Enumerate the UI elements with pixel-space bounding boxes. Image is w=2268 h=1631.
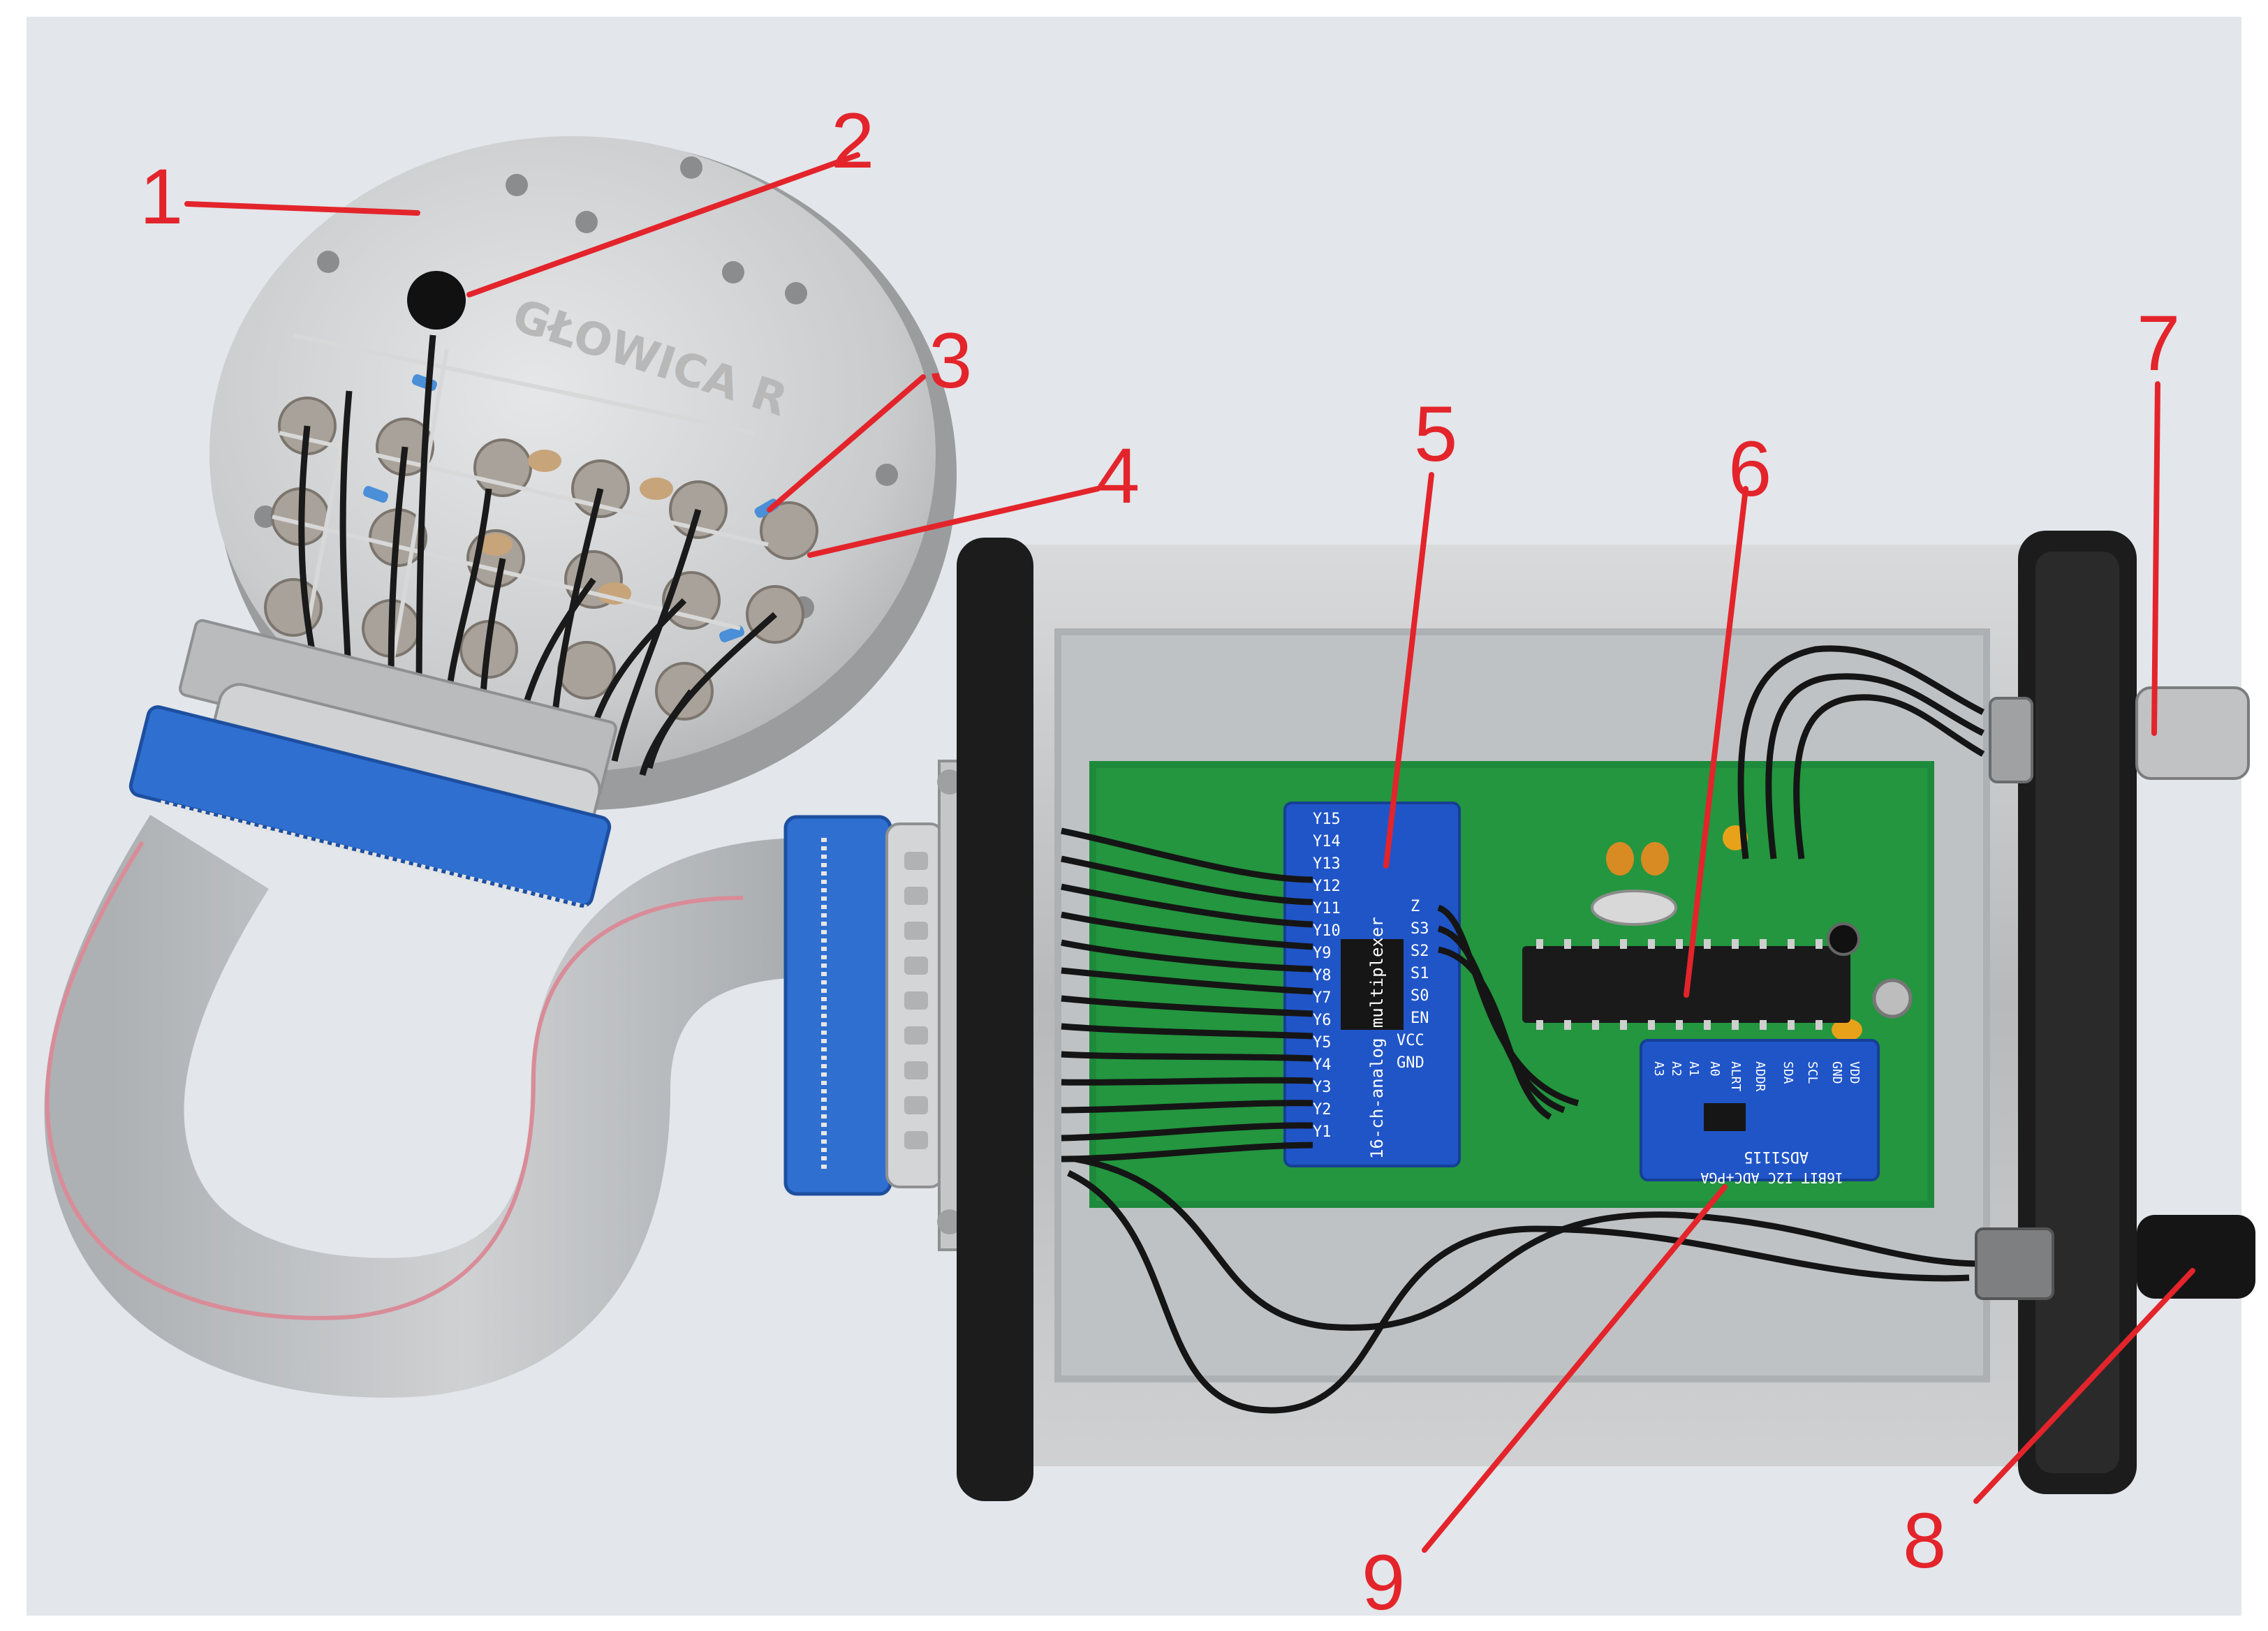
svg-text:A1: A1 (1686, 1061, 1701, 1077)
adc-pin-labels: VDD GND SCL SDA ADDR ALRT A0 A1 A2 A3 (1651, 1061, 1862, 1092)
svg-text:Y4: Y4 (1313, 1056, 1332, 1074)
mux-wires (1061, 645, 1985, 1414)
power-jack (1975, 1215, 2255, 1300)
svg-text:A0: A0 (1707, 1061, 1722, 1077)
adc-module: VDD GND SCL SDA ADDR ALRT A0 A1 A2 A3 AD… (1640, 1039, 1880, 1186)
svg-text:ADDR: ADDR (1753, 1061, 1767, 1092)
svg-text:Y6: Y6 (1313, 1012, 1332, 1029)
sensor-head: GŁOWICA R (128, 136, 957, 910)
svg-text:VDD: VDD (1847, 1061, 1862, 1084)
svg-text:SCL: SCL (1805, 1061, 1820, 1084)
svg-text:Y1: Y1 (1313, 1123, 1332, 1141)
svg-text:Y2: Y2 (1313, 1101, 1332, 1119)
adc-board-subtext: 16BIT I2C ADC+PGA (1700, 1169, 1843, 1186)
callout-7: 7 (2137, 300, 2180, 387)
svg-text:GND: GND (1397, 1054, 1424, 1072)
adc-board-text: ADS1115 (1744, 1148, 1809, 1165)
svg-text:S1: S1 (1411, 965, 1429, 982)
mux-board-text: 16-ch-analog multiplexer (1367, 917, 1387, 1159)
svg-text:Y9: Y9 (1313, 945, 1332, 962)
svg-text:GND: GND (1829, 1061, 1844, 1084)
svg-text:Y13: Y13 (1313, 855, 1341, 873)
callout-1: 1 (140, 153, 183, 240)
svg-text:Y14: Y14 (1313, 833, 1341, 850)
mux-channel-labels: Y15 Y14 Y13 Y12 Y11 Y10 Y9 Y8 Y7 Y6 Y5 Y… (1313, 811, 1341, 1141)
callout-2: 2 (831, 97, 874, 184)
svg-text:Y11: Y11 (1313, 900, 1341, 917)
svg-text:Y8: Y8 (1313, 967, 1332, 984)
callout-6: 6 (1728, 425, 1772, 512)
svg-text:Y7: Y7 (1313, 989, 1332, 1007)
svg-text:ALRT: ALRT (1728, 1061, 1743, 1092)
head-ribbon-connector (128, 705, 612, 910)
input-jack (1989, 686, 2250, 783)
svg-text:S3: S3 (1411, 920, 1429, 938)
ribbon-cable (44, 815, 811, 1398)
svg-text:Y15: Y15 (1313, 811, 1341, 828)
callout-leaders (184, 152, 2195, 1553)
svg-text:Y10: Y10 (1313, 922, 1341, 940)
multiplexer-module: Y15 Y14 Y13 Y12 Y11 Y10 Y9 Y8 Y7 Y6 Y5 Y… (1283, 802, 1461, 1167)
callout-4: 4 (1096, 432, 1140, 519)
svg-text:A3: A3 (1651, 1061, 1666, 1077)
svg-text:EN: EN (1411, 1010, 1429, 1027)
svg-text:Z: Z (1411, 898, 1420, 915)
svg-text:S2: S2 (1411, 943, 1429, 960)
callout-numbers: 1 2 3 4 5 6 7 8 9 (140, 97, 2180, 1626)
sensor-element (407, 271, 466, 330)
svg-text:SDA: SDA (1781, 1061, 1795, 1084)
callout-5: 5 (1414, 390, 1457, 478)
callout-8: 8 (1903, 1497, 1946, 1584)
svg-text:Y3: Y3 (1313, 1079, 1332, 1096)
svg-text:VCC: VCC (1397, 1032, 1424, 1049)
svg-text:Y12: Y12 (1313, 878, 1341, 895)
callout-9: 9 (1362, 1539, 1405, 1626)
box-ribbon-connector (783, 760, 962, 1251)
mux-control-labels: Z S3 S2 S1 S0 EN VCC GND (1397, 898, 1429, 1072)
svg-text:Y5: Y5 (1313, 1034, 1332, 1051)
svg-text:S0: S0 (1411, 987, 1429, 1005)
svg-text:A2: A2 (1669, 1061, 1684, 1077)
callout-3: 3 (929, 317, 972, 404)
